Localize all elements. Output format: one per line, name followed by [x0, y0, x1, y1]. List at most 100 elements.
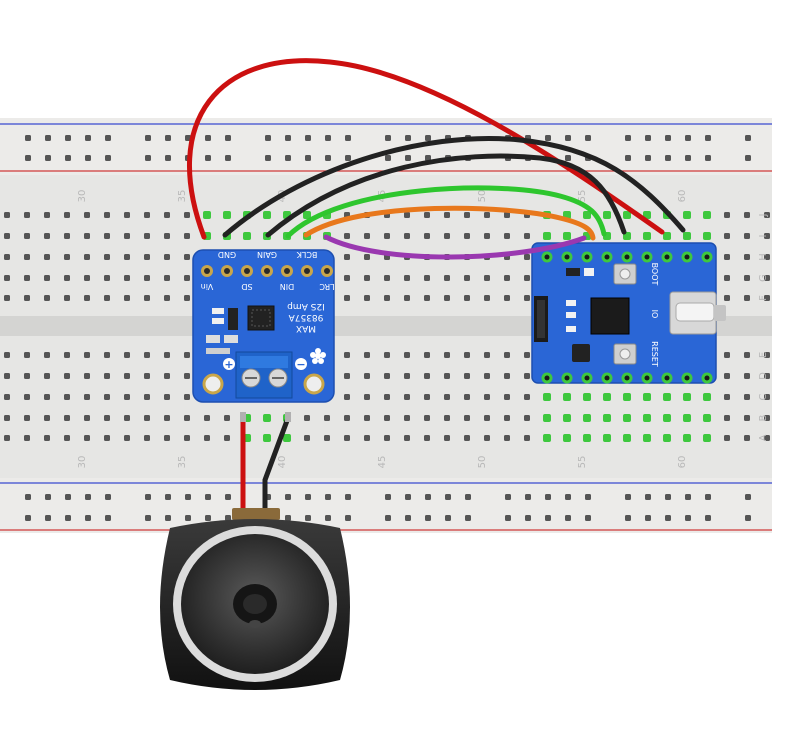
rail-hole	[645, 494, 651, 500]
connected-hole	[603, 434, 611, 442]
breadboard-hole	[384, 233, 390, 239]
mcu-pin-hole	[664, 254, 670, 260]
breadboard-hole	[64, 295, 70, 301]
breadboard-hole	[504, 212, 510, 218]
rail-hole	[625, 494, 631, 500]
breadboard-hole	[84, 295, 90, 301]
breadboard-hole	[424, 394, 430, 400]
breadboard-hole	[484, 394, 490, 400]
column-number-bottom: 60	[677, 456, 688, 469]
rail-hole	[665, 515, 671, 521]
breadboard-hole	[24, 415, 30, 421]
rail-hole	[625, 155, 631, 161]
breadboard-hole	[524, 373, 530, 379]
rail-hole	[305, 515, 311, 521]
rail-hole	[305, 494, 311, 500]
breadboard-hole	[164, 295, 170, 301]
amp-pin-label: GND	[218, 250, 236, 259]
breadboard-hole	[84, 275, 90, 281]
rail-hole	[265, 135, 271, 141]
breadboard-hole	[364, 435, 370, 441]
breadboard-hole	[744, 295, 750, 301]
connected-hole	[603, 211, 611, 219]
breadboard-hole	[164, 233, 170, 239]
rail-hole	[225, 494, 231, 500]
wire-black-gnd-2	[265, 153, 627, 238]
breadboard-hole	[104, 212, 110, 218]
breadboard-hole	[104, 233, 110, 239]
breadboard-hole	[384, 435, 390, 441]
connected-hole	[563, 232, 571, 240]
rail-hole	[405, 494, 411, 500]
rail-hole	[545, 494, 551, 500]
breadboard-hole	[124, 212, 130, 218]
breadboard-hole	[724, 233, 730, 239]
rail-hole	[665, 494, 671, 500]
breadboard-hole	[504, 233, 510, 239]
breadboard-hole	[164, 254, 170, 260]
breadboard-hole	[424, 435, 430, 441]
rail-hole	[285, 155, 291, 161]
breadboard-hole	[184, 233, 190, 239]
breadboard-hole	[744, 254, 750, 260]
mcu-pin-hole	[584, 375, 590, 381]
connected-hole	[263, 211, 271, 219]
breadboard-hole	[4, 373, 10, 379]
breadboard-hole	[124, 254, 130, 260]
breadboard-hole	[744, 275, 750, 281]
breadboard-hole	[444, 275, 450, 281]
breadboard-hole	[744, 435, 750, 441]
mcu-pin-hole	[584, 254, 590, 260]
breadboard-hole	[524, 254, 530, 260]
column-number-top: 35	[177, 190, 188, 203]
breadboard-hole	[104, 295, 110, 301]
rail-hole	[425, 155, 431, 161]
breadboard-hole	[404, 295, 410, 301]
breadboard-hole	[444, 295, 450, 301]
rail-hole	[205, 515, 211, 521]
breadboard-hole	[444, 212, 450, 218]
row-letter: I	[758, 235, 769, 238]
rail-hole	[85, 494, 91, 500]
connected-hole	[583, 211, 591, 219]
rail-hole	[25, 494, 31, 500]
breadboard-hole	[724, 415, 730, 421]
connected-hole	[563, 434, 571, 442]
connected-hole	[543, 414, 551, 422]
breadboard-hole	[764, 212, 770, 218]
breadboard-hole	[324, 415, 330, 421]
connected-hole	[603, 393, 611, 401]
rail-hole	[685, 494, 691, 500]
connected-hole	[683, 232, 691, 240]
column-number-bottom: 55	[577, 456, 588, 469]
rail-hole	[345, 494, 351, 500]
rail-hole	[65, 155, 71, 161]
breadboard-hole	[184, 415, 190, 421]
breadboard-hole	[724, 295, 730, 301]
rail-hole	[525, 494, 531, 500]
breadboard-hole	[384, 275, 390, 281]
breadboard-hole	[424, 275, 430, 281]
rail-hole	[25, 515, 31, 521]
rail-hole	[325, 135, 331, 141]
breadboard-hole	[164, 275, 170, 281]
breadboard-hole	[104, 275, 110, 281]
rail-hole	[545, 135, 551, 141]
rail-hole	[145, 494, 151, 500]
breadboard-hole	[24, 352, 30, 358]
mcu-pin-hole	[624, 254, 630, 260]
breadboard-hole	[344, 295, 350, 301]
breadboard-hole	[344, 415, 350, 421]
breadboard-hole	[44, 295, 50, 301]
breadboard-hole	[144, 415, 150, 421]
row-letter: H	[758, 253, 769, 261]
breadboard-hole	[344, 394, 350, 400]
breadboard-hole	[104, 254, 110, 260]
amp-pin-hole	[324, 268, 330, 274]
breadboard-hole	[124, 373, 130, 379]
rail-hole	[625, 515, 631, 521]
breadboard-hole	[144, 394, 150, 400]
breadboard-hole	[364, 373, 370, 379]
rail-hole	[285, 135, 291, 141]
amp-pin-hole	[204, 268, 210, 274]
